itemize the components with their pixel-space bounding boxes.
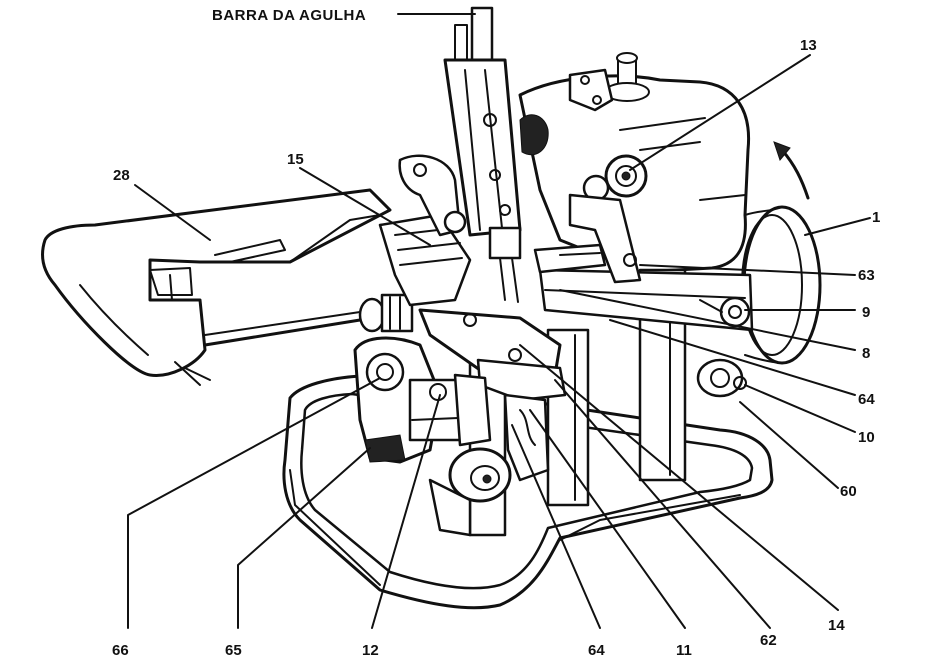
label-63: 63: [858, 267, 875, 284]
needle-bar-title: BARRA DA AGULHA: [212, 7, 366, 24]
label-14: 14: [828, 617, 845, 634]
label-9: 9: [862, 304, 870, 321]
label-64-bottom: 64: [588, 642, 605, 659]
label-66: 66: [112, 642, 129, 659]
cover-rod: [203, 293, 414, 347]
needle-bar-assembly: [443, 6, 549, 303]
label-64-right: 64: [858, 391, 875, 408]
label-62: 62: [760, 632, 777, 649]
main-shaft: [538, 268, 754, 398]
label-65: 65: [225, 642, 242, 659]
label-60: 60: [840, 483, 857, 500]
feed-block: [378, 154, 472, 307]
label-15: 15: [287, 151, 304, 168]
label-13: 13: [800, 37, 817, 54]
label-12: 12: [362, 642, 379, 659]
callout-labels: BARRA DA AGULHA 13 15 28 1 63 9 8 64 10 …: [112, 7, 880, 659]
front-left-mechanism: [353, 336, 550, 537]
label-10: 10: [858, 429, 875, 446]
gear-assembly: [533, 154, 648, 284]
leader-lines: [127, 13, 871, 629]
label-11: 11: [676, 642, 692, 659]
label-8: 8: [862, 345, 870, 362]
label-1: 1: [872, 209, 880, 226]
label-28: 28: [113, 167, 130, 184]
front-cover: [41, 188, 392, 386]
